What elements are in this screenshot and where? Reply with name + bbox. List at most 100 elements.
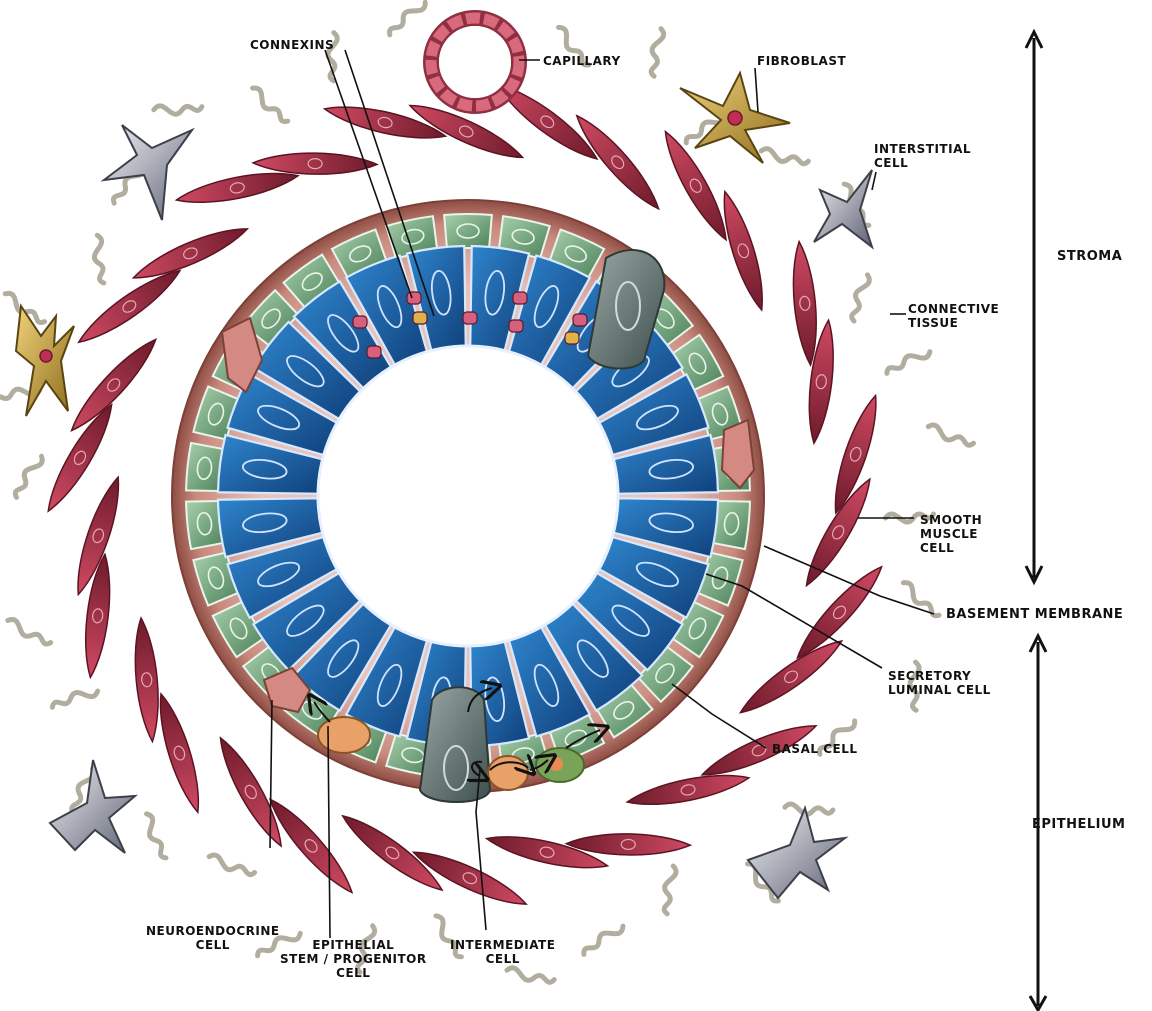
smooth-muscle-cell [656,127,735,245]
connective-fiber [93,235,104,283]
connective-fiber [154,106,202,115]
fiber-strand [93,235,104,283]
connective-fiber [580,923,625,955]
smooth-muscle-body [211,733,290,851]
smooth-muscle-body [262,792,360,899]
connective-fiber [506,966,554,987]
fiber-strand [50,687,98,707]
smooth-muscle-body [253,152,377,175]
connective-fiber [927,423,974,451]
interstitial-cell [814,170,872,247]
smooth-muscle-body [151,691,208,816]
connexin [413,312,427,324]
fiber-strand [143,813,166,861]
connective-fiber [884,348,932,373]
fiber-strand [250,85,288,126]
smooth-muscle-cell [151,691,208,816]
smooth-muscle-body [715,188,772,313]
fiber-strand [760,147,808,169]
smooth-muscle-cell [789,241,821,366]
secretory-luminal-cell-label: SECRETORY LUMINAL CELL [888,669,991,697]
connective-fiber [760,147,808,169]
smooth-muscle-body [73,262,186,351]
smooth-muscle-body [336,807,448,898]
connexin [407,292,421,304]
smooth-muscle-body [484,828,610,876]
connective-fiber [385,0,428,35]
smooth-muscle-cell [131,617,163,742]
smooth-muscle-cell [625,768,751,813]
stroma-range-arrow [1026,32,1042,582]
intermediate-cell [420,687,490,802]
connective-tissue-label: CONNECTIVE TISSUE [908,302,999,330]
connexin [353,316,367,328]
fiber-strand [784,803,833,818]
fiber-strand [10,454,45,498]
basal-cell-label: BASAL CELL [772,742,857,756]
smooth-muscle-cell [336,807,448,898]
fiber-strand [207,853,254,880]
smooth-muscle-cell [715,188,772,313]
connective-fiber [846,273,871,321]
neuroendocrine-cell-label: NEUROENDOCRINE CELL [146,924,280,952]
basal-cell [444,214,492,249]
connective-fiber [250,85,288,126]
fiber-strand [659,865,677,914]
fiber-strand [6,617,51,649]
epithelial-stem-progenitor-cell-label: EPITHELIAL STEM / PROGENITOR CELL [280,938,427,980]
connective-fiber [50,687,98,707]
intermediate-cell-label: INTERMEDIATE CELL [450,938,555,966]
smooth-muscle-body [790,560,890,665]
smooth-muscle-body [64,332,164,437]
connexins-label: CONNEXINS [250,38,334,52]
fiber-strand [646,28,665,77]
basement-membrane-label: BASEMENT MEMBRANE [946,608,1123,622]
connective-fiber [10,454,45,498]
smooth-muscle-cell [566,833,690,856]
smooth-muscle-body [789,241,821,366]
connexin [367,346,381,358]
capillary-label: CAPILLARY [543,54,621,68]
smooth-muscle-cell [262,792,360,899]
connexin [463,312,477,324]
connexin [565,332,579,344]
stroma-label: STROMA [1057,250,1122,264]
smooth-muscle-cell [64,332,164,437]
connective-fiber [646,28,665,77]
smooth-muscle-body [129,219,251,287]
smooth-muscle-body [734,632,847,721]
fibroblast [680,73,790,163]
interstitial-cell [50,760,135,853]
connexin [513,292,527,304]
fiber-strand [385,0,428,35]
connective-fiber [784,803,833,818]
smooth-muscle-cell [790,560,890,665]
smooth-muscle-body [625,768,751,813]
smooth-muscle-body [656,127,735,245]
fiber-strand [506,966,554,987]
capillary [431,18,519,106]
smooth-muscle-body [131,617,163,742]
smooth-muscle-body [569,109,667,216]
smooth-muscle-cell [253,152,377,175]
connective-fiber [207,853,254,880]
connective-fiber [659,865,677,914]
connexin [573,314,587,326]
smooth-muscle-cell [484,828,610,876]
smooth-muscle-cell [734,632,847,721]
smooth-muscle-cell-label: SMOOTH MUSCLE CELL [920,513,982,555]
connexin [509,320,523,332]
epithelium-label: EPITHELIUM [1032,818,1126,832]
fiber-strand [884,348,932,373]
smooth-muscle-cell [73,262,186,351]
fiber-strand [927,423,974,451]
interstitial-cell [104,125,192,220]
smooth-muscle-body [174,165,300,210]
connective-fiber [143,813,166,861]
smooth-muscle-cell [129,219,251,287]
interstitial-cell-label: INTERSTITIAL CELL [874,142,971,170]
fibroblast-label: FIBROBLAST [757,54,846,68]
smooth-muscle-cell [174,165,300,210]
lumen [318,346,618,646]
